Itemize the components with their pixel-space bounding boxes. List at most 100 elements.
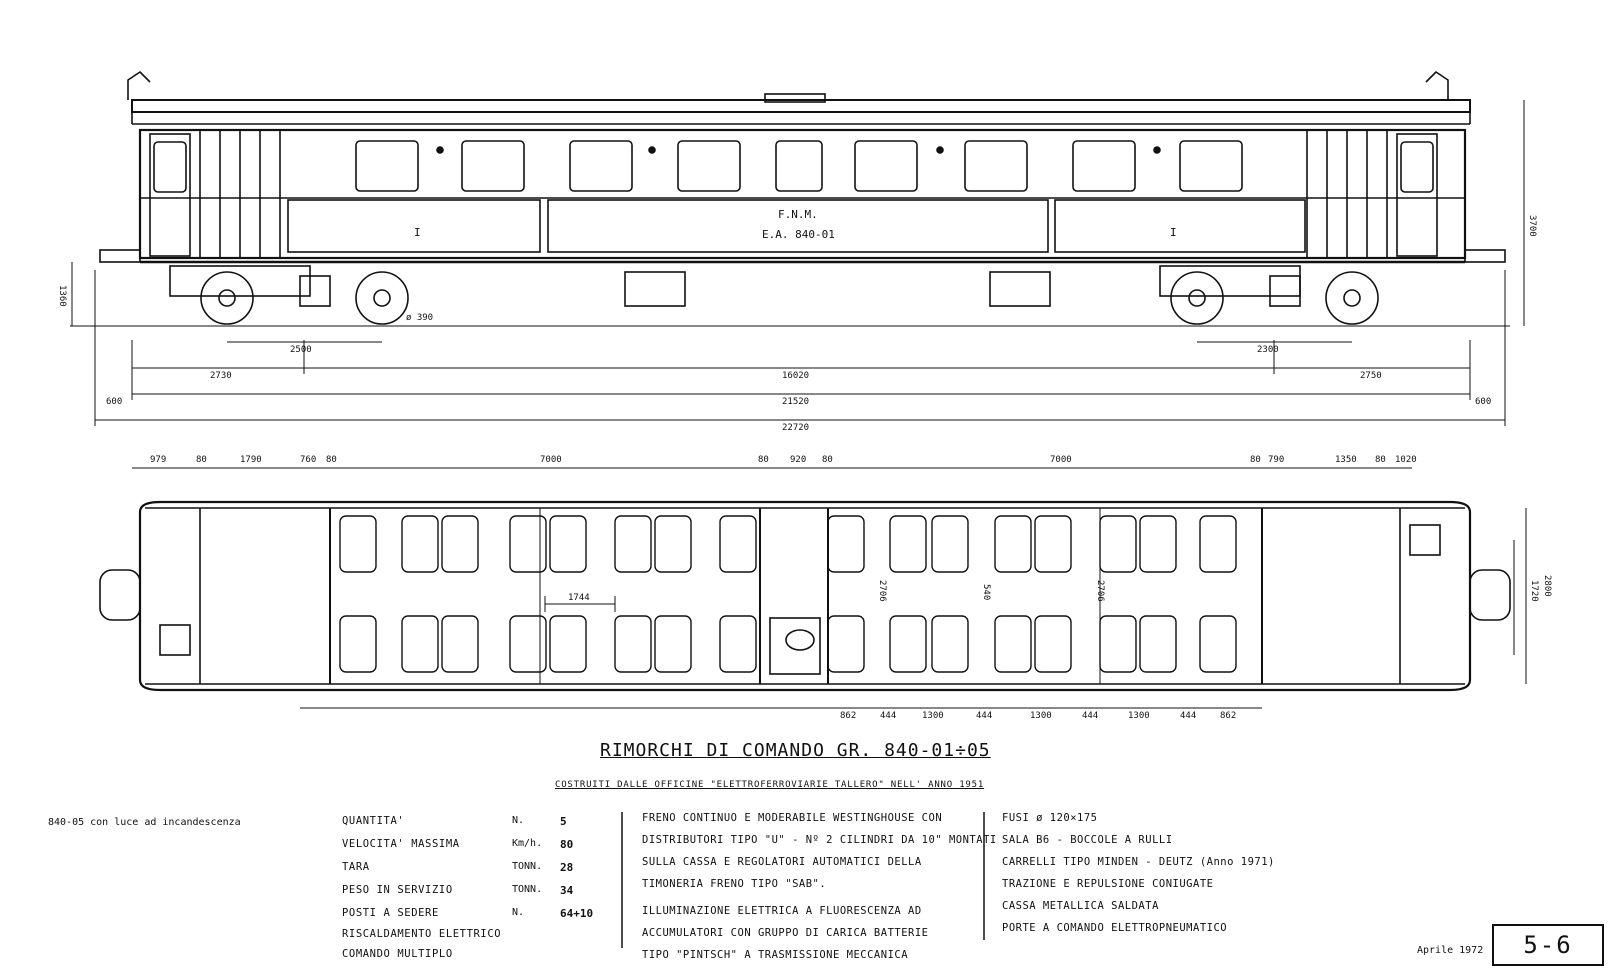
plan-top-dim: 7000 bbox=[1050, 455, 1072, 465]
note-line: CARRELLI TIPO MINDEN - DEUTZ (Anno 1971) bbox=[1002, 856, 1275, 868]
side-dimensions bbox=[71, 100, 1525, 426]
dim-bogie-wheelbase: 2500 bbox=[290, 345, 312, 355]
spec-value: 80 bbox=[560, 838, 574, 851]
dim-floor-height: 1360 bbox=[57, 285, 67, 307]
seat bbox=[1099, 615, 1137, 673]
seat bbox=[889, 515, 927, 573]
seat bbox=[1199, 515, 1237, 573]
seat bbox=[719, 515, 757, 573]
drawing-date: Aprile 1972 bbox=[1417, 945, 1484, 956]
spec-label: COMANDO MULTIPLO bbox=[342, 948, 453, 960]
dim-end-to-bogie-left: 2730 bbox=[210, 371, 232, 381]
dim-seat-pitch: 1744 bbox=[568, 593, 590, 603]
note-line: TIPO "PINTSCH" A TRASMISSIONE MECCANICA bbox=[642, 949, 909, 961]
seat bbox=[719, 615, 757, 673]
dim-aisle-3: 2706 bbox=[1095, 580, 1105, 602]
seat bbox=[1034, 615, 1072, 673]
variant-note: 840-05 con luce ad incandescenza bbox=[48, 817, 241, 828]
seat bbox=[889, 615, 927, 673]
spec-unit: TONN. bbox=[512, 884, 543, 895]
plan-top-dim: 1020 bbox=[1395, 455, 1417, 465]
plan-bottom-dim: 444 bbox=[1082, 711, 1098, 721]
plan-top-dim: 1790 bbox=[240, 455, 262, 465]
seat bbox=[931, 615, 969, 673]
plan-top-dim: 80 bbox=[1375, 455, 1386, 465]
plan-top-dim: 7000 bbox=[540, 455, 562, 465]
plan-top-dim: 979 bbox=[150, 455, 166, 465]
drawing-title: RIMORCHI DI COMANDO GR. 840-01÷05 bbox=[600, 740, 991, 761]
plan-top-dim: 920 bbox=[790, 455, 806, 465]
seat bbox=[401, 615, 439, 673]
dim-bogie-wheelbase-right: 2300 bbox=[1257, 345, 1279, 355]
note-line: ILLUMINAZIONE ELETTRICA A FLUORESCENZA A… bbox=[642, 905, 922, 917]
seat bbox=[339, 515, 377, 573]
seat bbox=[994, 615, 1032, 673]
plan-top-dim: 80 bbox=[758, 455, 769, 465]
note-line: CASSA METALLICA SALDATA bbox=[1002, 900, 1159, 912]
plan-top-dim: 790 bbox=[1268, 455, 1284, 465]
note-line: PORTE A COMANDO ELETTROPNEUMATICO bbox=[1002, 922, 1228, 934]
plan-bottom-dim: 862 bbox=[840, 711, 856, 721]
drawing-subtitle: COSTRUITI DALLE OFFICINE "ELETTROFERROVI… bbox=[555, 780, 985, 790]
spec-unit: N. bbox=[512, 907, 525, 918]
seat bbox=[827, 515, 865, 573]
seat bbox=[931, 515, 969, 573]
note-line: SALA B6 - BOCCOLE A RULLI bbox=[1002, 834, 1173, 846]
plan-top-dim: 760 bbox=[300, 455, 316, 465]
plan-bottom-dim: 444 bbox=[880, 711, 896, 721]
spec-unit: TONN. bbox=[512, 861, 543, 872]
seat bbox=[441, 615, 479, 673]
wheel-diameter: ø 390 bbox=[406, 313, 433, 323]
class-mark-left: I bbox=[414, 226, 421, 239]
dim-body-length: 21520 bbox=[782, 397, 809, 407]
dim-buffer-left: 600 bbox=[106, 397, 122, 407]
plan-dimensions bbox=[132, 467, 1527, 709]
seat bbox=[1139, 615, 1177, 673]
dim-width-outer: 2800 bbox=[1542, 575, 1552, 597]
plan-top-dim: 80 bbox=[196, 455, 207, 465]
seat bbox=[654, 615, 692, 673]
plan-bottom-dim: 1300 bbox=[922, 711, 944, 721]
seat bbox=[509, 615, 547, 673]
dim-aisle-2: 540 bbox=[981, 584, 991, 600]
seat bbox=[401, 515, 439, 573]
spec-label: QUANTITA' bbox=[342, 815, 405, 827]
dim-overall-length: 22720 bbox=[782, 423, 809, 433]
seat bbox=[994, 515, 1032, 573]
plan-bottom-dim: 1300 bbox=[1030, 711, 1052, 721]
seat bbox=[1034, 515, 1072, 573]
note-line: TIMONERIA FRENO TIPO "SAB". bbox=[642, 878, 827, 890]
class-mark-right: I bbox=[1170, 226, 1177, 239]
spec-value: 64+10 bbox=[560, 907, 594, 920]
plan-bottom-dim: 444 bbox=[1180, 711, 1196, 721]
seat bbox=[1099, 515, 1137, 573]
dim-width-inner: 1720 bbox=[1529, 580, 1539, 602]
dim-aisle-1: 2706 bbox=[877, 580, 887, 602]
spec-value: 5 bbox=[560, 815, 567, 828]
spec-label: PESO IN SERVIZIO bbox=[342, 884, 453, 896]
dim-buffer-right: 600 bbox=[1475, 397, 1491, 407]
plan-top-dim: 80 bbox=[1250, 455, 1261, 465]
spec-unit: Km/h. bbox=[512, 838, 543, 849]
note-line: DISTRIBUTORI TIPO "U" - Nº 2 CILINDRI DA… bbox=[642, 834, 997, 846]
seat bbox=[827, 615, 865, 673]
seat bbox=[614, 515, 652, 573]
spec-label: TARA bbox=[342, 861, 370, 873]
dim-bogie-centres: 16020 bbox=[782, 371, 809, 381]
seat bbox=[614, 615, 652, 673]
car-marking-line2: E.A. 840-01 bbox=[762, 228, 835, 241]
note-line: FUSI ø 120×175 bbox=[1002, 812, 1098, 824]
spec-label: RISCALDAMENTO ELETTRICO bbox=[342, 928, 502, 940]
sheet-number: 5-6 bbox=[1492, 924, 1604, 966]
spec-label: VELOCITA' MASSIMA bbox=[342, 838, 460, 850]
seat bbox=[549, 615, 587, 673]
spec-unit: N. bbox=[512, 815, 525, 826]
note-line: TRAZIONE E REPULSIONE CONIUGATE bbox=[1002, 878, 1214, 890]
spec-label: POSTI A SEDERE bbox=[342, 907, 439, 919]
seat bbox=[1139, 515, 1177, 573]
car-marking-line1: F.N.M. bbox=[778, 208, 818, 221]
note-line: ACCUMULATORI CON GRUPPO DI CARICA BATTER… bbox=[642, 927, 929, 939]
